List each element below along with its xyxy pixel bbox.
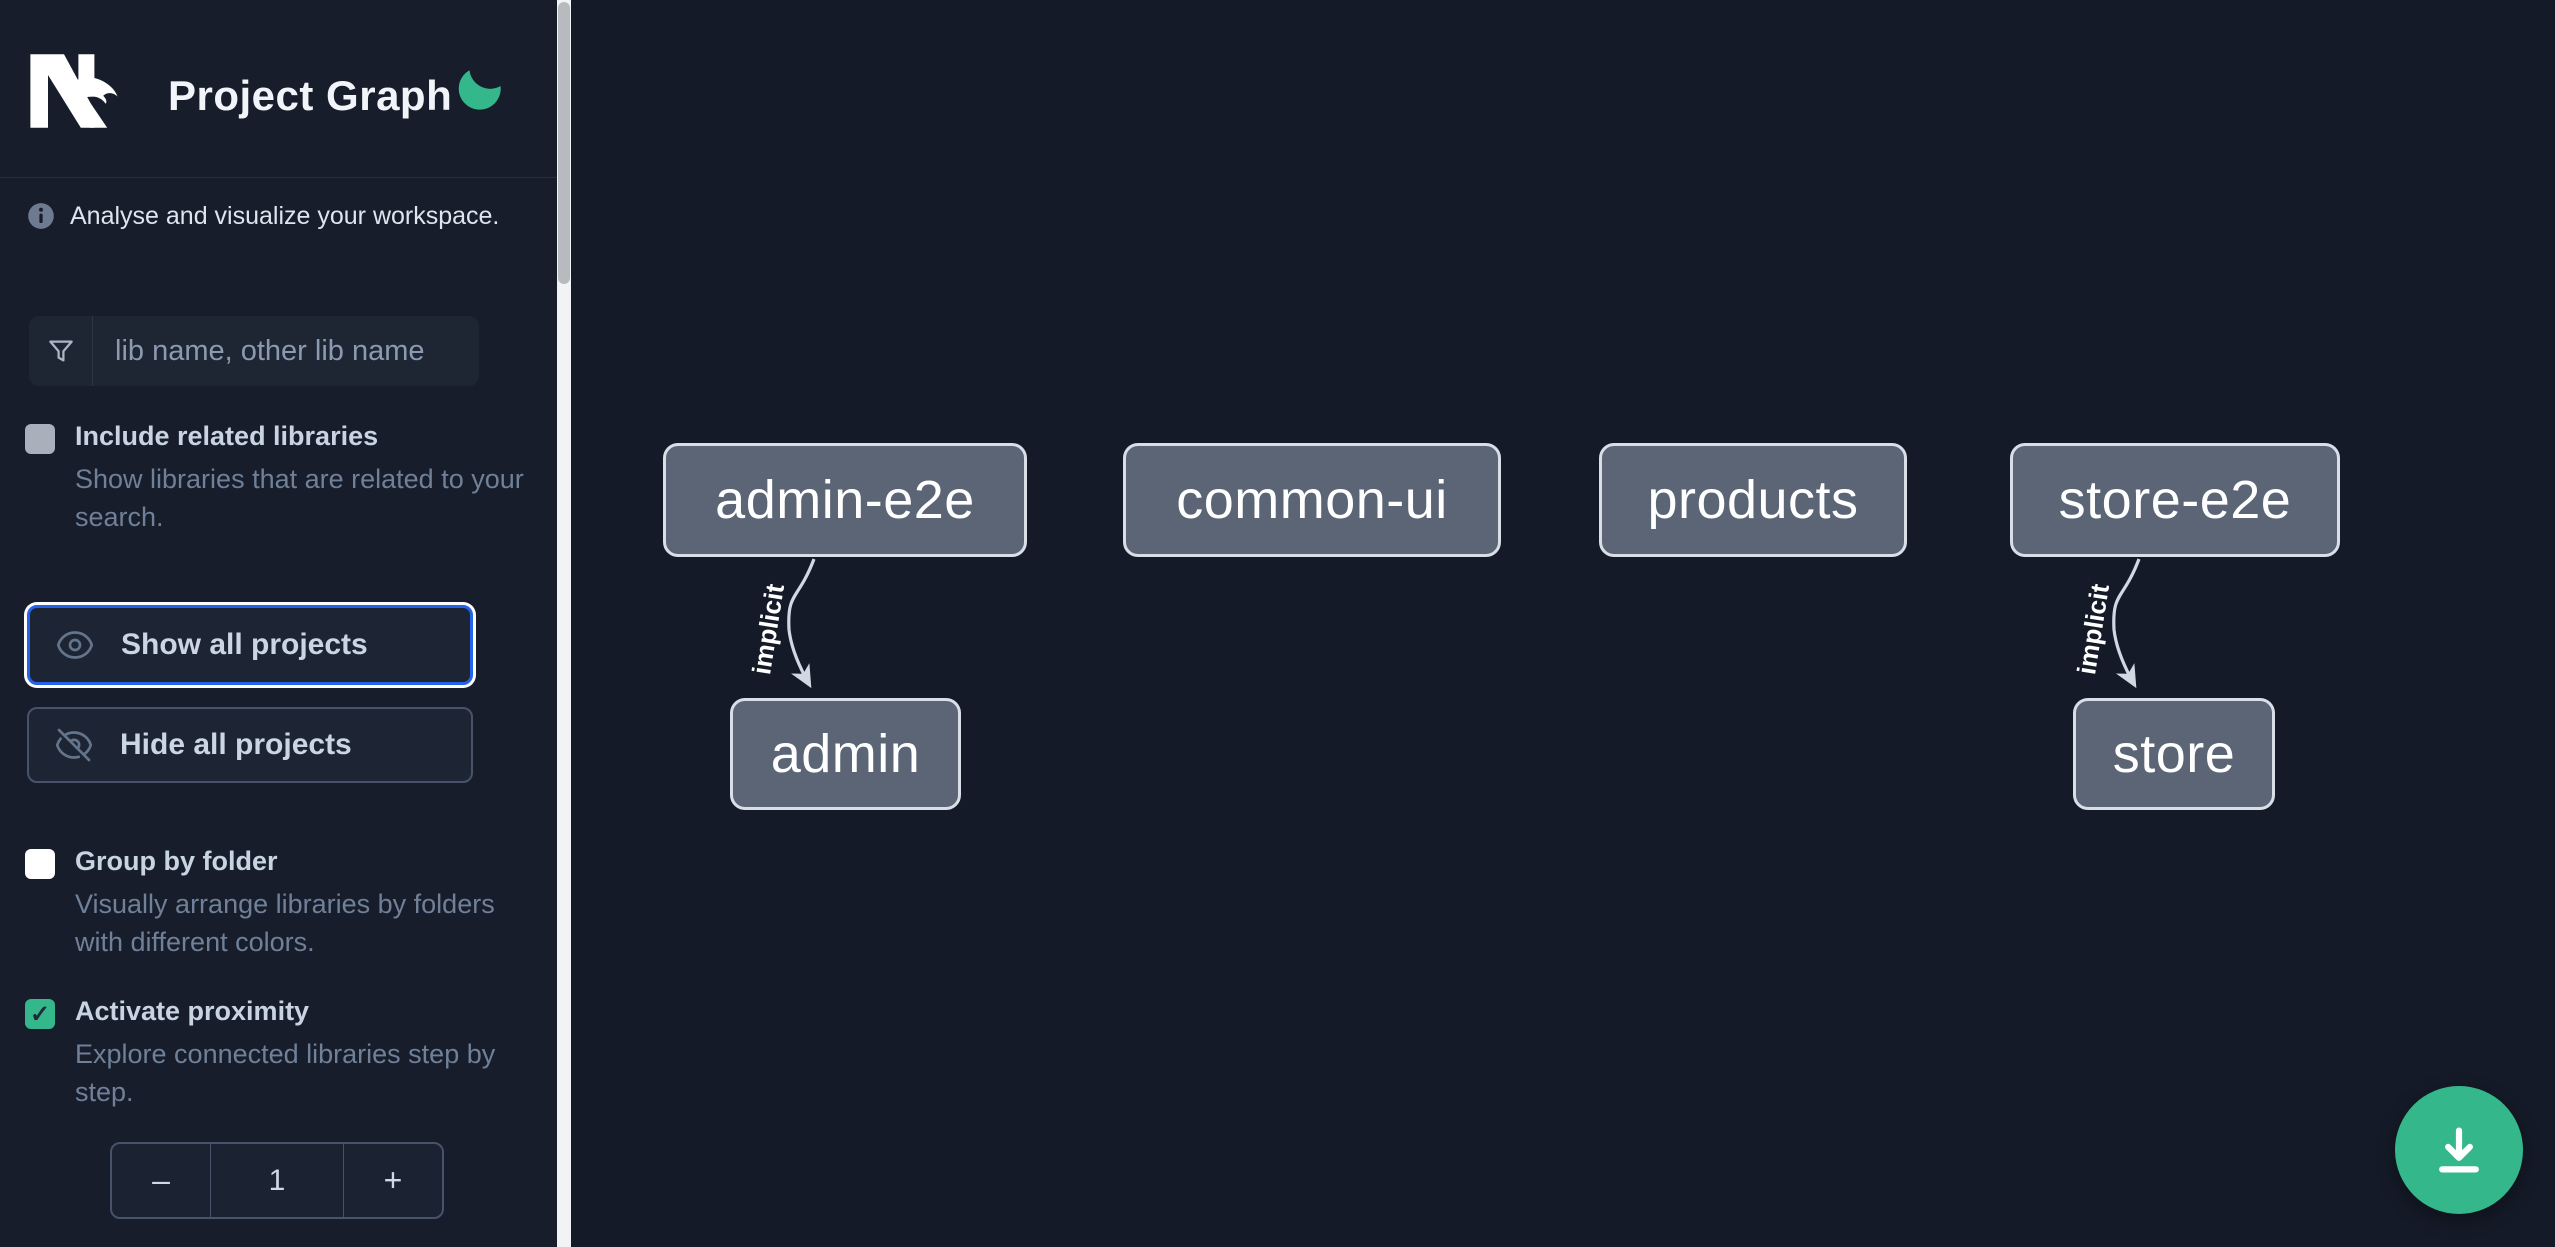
moon-icon <box>458 69 501 110</box>
hide-all-projects-label: Hide all projects <box>120 728 352 761</box>
edge-admin-e2e-to-admin <box>787 558 816 689</box>
checkbox-row-group-by-folder: Group by folder Visually arrange librari… <box>25 846 527 961</box>
nx-logo <box>30 54 118 128</box>
sidebar: Project Graph Analyse and visualize your… <box>0 0 557 1247</box>
download-icon <box>2439 1127 2479 1173</box>
tagline-text: Analyse and visualize your workspace. <box>70 202 500 230</box>
proximity-depth-stepper: – 1 + <box>110 1142 444 1219</box>
tagline-row: Analyse and visualize your workspace. <box>27 200 499 232</box>
include-related-checkbox[interactable] <box>25 424 55 454</box>
activate-proximity-label[interactable]: Activate proximity <box>75 996 310 1026</box>
decrement-button[interactable]: – <box>112 1144 210 1217</box>
graph-node-store[interactable]: store <box>2073 698 2275 810</box>
checkbox-row-activate-proximity: ✓ Activate proximity Explore connected l… <box>25 996 527 1111</box>
show-all-projects-label: Show all projects <box>121 628 368 661</box>
eye-slash-icon <box>55 728 93 762</box>
hide-all-projects-button[interactable]: Hide all projects <box>27 707 473 783</box>
activate-proximity-description: Explore connected libraries step by step… <box>75 1039 496 1107</box>
page-title: Project Graph <box>168 72 453 119</box>
graph-node-products[interactable]: products <box>1599 443 1907 557</box>
increment-button[interactable]: + <box>344 1144 442 1217</box>
search-input[interactable] <box>93 316 479 386</box>
edge-label-admin-e2e: implicit <box>746 581 790 676</box>
group-by-folder-description: Visually arrange libraries by folders wi… <box>75 889 495 957</box>
graph-node-common-ui[interactable]: common-ui <box>1123 443 1501 557</box>
group-by-folder-label[interactable]: Group by folder <box>75 846 278 876</box>
graph-node-admin-e2e[interactable]: admin-e2e <box>663 443 1027 557</box>
show-all-projects-button[interactable]: Show all projects <box>27 605 473 685</box>
checkbox-row-include-related: Include related libraries Show libraries… <box>25 421 527 536</box>
stepper-value: 1 <box>210 1144 344 1217</box>
save-image-fab[interactable] <box>2395 1086 2523 1214</box>
filter-funnel-icon <box>29 316 93 386</box>
sidebar-scrollbar-thumb[interactable] <box>558 2 570 284</box>
include-related-label[interactable]: Include related libraries <box>75 421 379 451</box>
group-by-folder-checkbox[interactable] <box>25 849 55 879</box>
theme-toggle-button[interactable] <box>448 60 510 122</box>
activate-proximity-checkbox[interactable]: ✓ <box>25 999 55 1029</box>
sidebar-scrollbar-track[interactable] <box>557 0 571 1247</box>
edge-store-e2e-to-store <box>2112 558 2141 689</box>
graph-node-store-e2e[interactable]: store-e2e <box>2010 443 2340 557</box>
edge-label-store-e2e: implicit <box>2071 581 2115 676</box>
info-icon <box>28 203 54 229</box>
graph-node-admin[interactable]: admin <box>730 698 961 810</box>
app-header: Project Graph <box>0 0 557 178</box>
eye-icon <box>56 631 94 659</box>
include-related-description: Show libraries that are related to your … <box>75 464 524 532</box>
search-box <box>29 316 479 386</box>
